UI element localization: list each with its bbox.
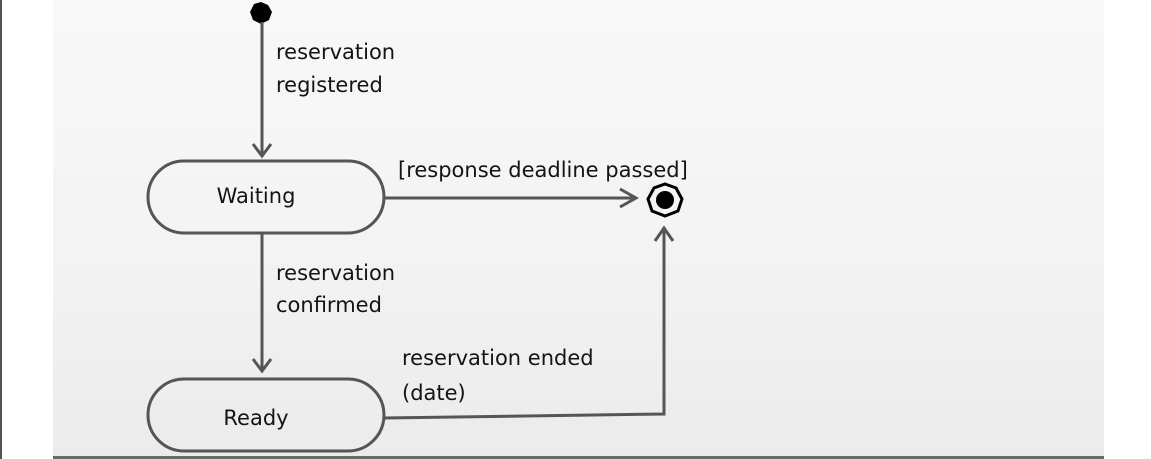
initial-state — [250, 2, 272, 24]
transition-label-registered-line1: reservation — [276, 40, 395, 64]
transition-label-ended-line2: (date) — [402, 381, 466, 405]
state-waiting: Waiting — [146, 159, 386, 235]
transition-initial-to-waiting: reservation registered — [251, 22, 395, 159]
transition-label-ended-line1: reservation ended — [402, 346, 594, 370]
transition-waiting-to-final: [response deadline passed] — [384, 158, 688, 209]
transition-label-registered-line2: registered — [276, 73, 383, 97]
transition-label-confirmed-line2: confirmed — [276, 293, 382, 317]
final-state — [646, 182, 684, 218]
transition-label-confirmed-line1: reservation — [276, 261, 395, 285]
state-waiting-label: Waiting — [217, 184, 296, 208]
bottom-border — [53, 456, 1104, 459]
transition-label-deadline: [response deadline passed] — [398, 158, 688, 182]
transition-ready-to-final: reservation ended (date) — [383, 225, 675, 420]
transition-waiting-to-ready: reservation confirmed — [251, 233, 395, 374]
state-ready-label: Ready — [223, 406, 288, 430]
state-ready: Ready — [146, 377, 386, 453]
diagram-canvas — [53, 0, 1104, 459]
left-border — [0, 0, 2, 459]
